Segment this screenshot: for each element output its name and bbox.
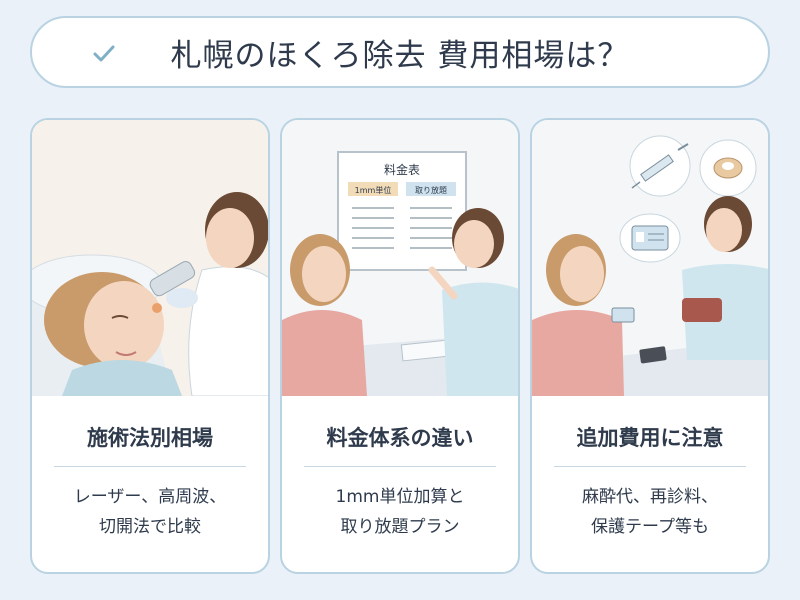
price-board-col2: 取り放題 bbox=[415, 185, 447, 195]
card-desc-line: 取り放題プラン bbox=[340, 517, 460, 537]
reception-illustration bbox=[532, 120, 768, 396]
card-heading: 追加費用に注意 bbox=[576, 426, 724, 450]
card-treatment-methods: 施術法別相場 レーザー、高周波、 切開法で比較 bbox=[30, 118, 270, 574]
card-divider bbox=[554, 466, 746, 467]
syringe-icon bbox=[631, 143, 689, 189]
card-desc-line: 保護テープ等も bbox=[591, 517, 709, 537]
card-desc-line: 麻酔代、再診料、 bbox=[582, 487, 718, 507]
price-board bbox=[337, 151, 467, 271]
card-pricing-system: 料金表 1mm単位 取り放題 料金体系の違い 1mm単位加算と 取り放題プラン bbox=[280, 118, 520, 574]
insurance-card-icon bbox=[631, 225, 669, 251]
laser-treatment-illustration bbox=[32, 120, 268, 396]
card-heading: 料金体系の違い bbox=[326, 426, 474, 450]
title-banner: 札幌のほくろ除去 費用相場は？ bbox=[30, 16, 770, 88]
check-icon bbox=[93, 45, 115, 62]
price-board-illustration: 料金表 1mm単位 取り放題 bbox=[282, 120, 518, 396]
card-heading: 施術法別相場 bbox=[87, 426, 213, 450]
card-desc-line: レーザー、高周波、 bbox=[73, 487, 227, 507]
card-divider bbox=[54, 466, 246, 467]
card-description: 1mm単位加算と 取り放題プラン bbox=[282, 482, 518, 542]
page-title: 札幌のほくろ除去 費用相場は？ bbox=[170, 37, 630, 74]
card-description: レーザー、高周波、 切開法で比較 bbox=[32, 482, 268, 542]
card-desc-line: 切開法で比較 bbox=[99, 517, 201, 537]
price-board-col1: 1mm単位 bbox=[355, 185, 392, 195]
card-desc-line: 1mm単位加算と bbox=[335, 487, 465, 507]
card-divider bbox=[304, 466, 496, 467]
tape-icon bbox=[713, 157, 743, 179]
price-board-title: 料金表 bbox=[384, 162, 420, 177]
card-description: 麻酔代、再診料、 保護テープ等も bbox=[532, 482, 768, 542]
card-additional-costs: 追加費用に注意 麻酔代、再診料、 保護テープ等も bbox=[530, 118, 770, 574]
